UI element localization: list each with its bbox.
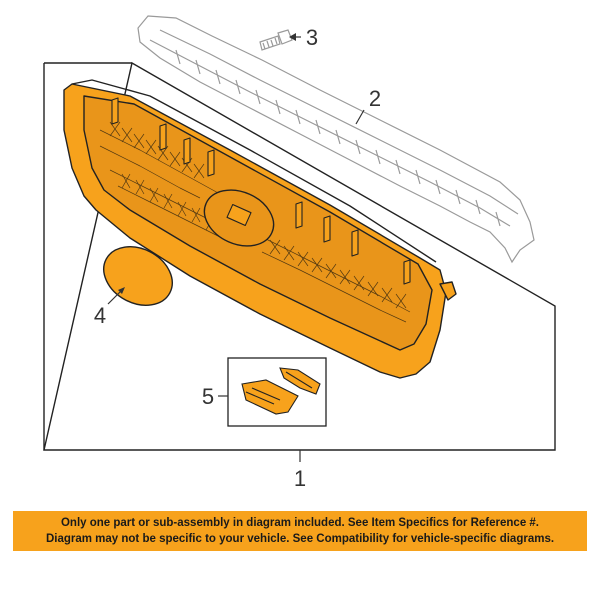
leader-part-2	[355, 109, 365, 125]
assembly-frame	[43, 61, 556, 451]
bolt-part	[259, 29, 293, 51]
callout-number-2: 2	[369, 86, 381, 111]
bracket-kit-part	[241, 367, 321, 415]
leader-arrows	[118, 33, 296, 294]
callout-number-5: 5	[202, 384, 214, 409]
arrow-part-3	[289, 33, 296, 41]
disclaimer-banner: Only one part or sub-assembly in diagram…	[13, 511, 587, 551]
callout-number-3: 3	[306, 25, 318, 50]
upper-support-bracket	[137, 15, 535, 264]
callout-number-1: 1	[294, 466, 306, 491]
leader-part-4	[107, 289, 123, 305]
emblem-mount-slot	[226, 203, 252, 227]
disclaimer-line-1: Only one part or sub-assembly in diagram…	[60, 517, 540, 529]
disclaimer-line-2: Diagram may not be specific to your vehi…	[45, 533, 555, 545]
grille-ribs	[111, 97, 411, 285]
arrow-part-4	[118, 287, 125, 294]
grille-assembly	[63, 79, 457, 379]
callout-number-4: 4	[94, 303, 106, 328]
